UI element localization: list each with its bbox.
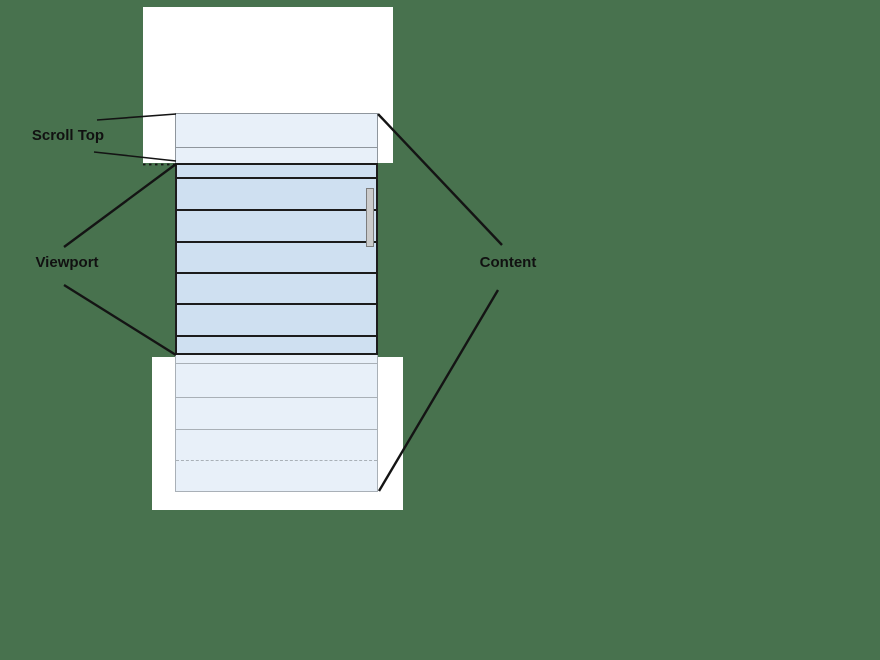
content-row-divider [176,397,377,398]
content-upper-line [377,113,503,246]
content-row-divider [176,147,377,148]
content-row-divider-dashed [176,460,377,461]
content-stack-below-viewport [175,355,378,492]
viewport-lower-line [63,283,177,357]
content-row-divider [177,272,376,274]
content-row-divider [176,429,377,430]
content-stack-above-viewport [175,113,378,163]
content-row-divider [177,303,376,305]
content-row-divider [177,209,376,211]
scroll-top-label: Scroll Top [31,127,105,144]
content-row-divider [177,335,376,337]
viewport-upper-line [63,163,177,248]
content-row-divider [177,241,376,243]
scrollbar-thumb [366,188,374,247]
content-row-divider [177,177,376,179]
viewport-label: Viewport [35,254,99,271]
content-row-divider [176,363,377,364]
viewport-box [175,163,378,355]
content-label: Content [479,254,537,271]
